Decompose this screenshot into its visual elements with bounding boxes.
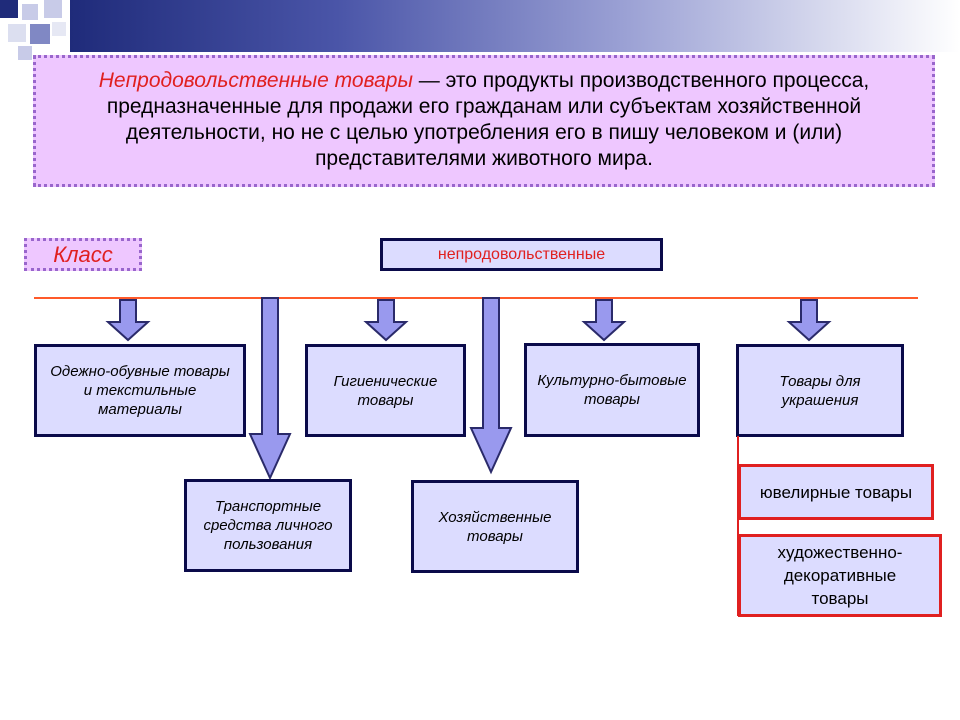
category-household: Хозяйственные товары bbox=[411, 480, 579, 573]
definition-box: Непродовольственные товары — это продукт… bbox=[33, 55, 935, 187]
category-transport: Транспортные средства личного пользовани… bbox=[184, 479, 352, 572]
arrow-down-icon bbox=[105, 299, 151, 342]
definition-text: — это продукты производственного процесс… bbox=[106, 69, 870, 170]
subcategory-connector bbox=[737, 436, 739, 616]
deco-square bbox=[8, 24, 26, 42]
arrow-down-icon bbox=[363, 299, 409, 342]
category-clothing: Одежно-обувные товары и текстильные мате… bbox=[34, 344, 246, 437]
category-decoration: Товары для украшения bbox=[736, 344, 904, 437]
class-rule-line bbox=[34, 297, 918, 299]
header-banner bbox=[70, 0, 960, 52]
long-arrow-down-icon bbox=[469, 297, 513, 475]
category-cultural: Культурно-бытовые товары bbox=[524, 343, 700, 437]
deco-square bbox=[22, 4, 38, 20]
class-label: Класс bbox=[24, 238, 142, 271]
deco-square bbox=[44, 0, 62, 18]
deco-square bbox=[30, 24, 50, 44]
deco-square bbox=[52, 22, 66, 36]
arrow-down-icon bbox=[786, 299, 832, 342]
deco-square bbox=[0, 0, 18, 18]
arrow-down-icon bbox=[581, 299, 627, 342]
definition-term: Непродовольственные товары bbox=[98, 69, 413, 92]
subcategory-art: художественно-декоративные товары bbox=[738, 534, 942, 617]
deco-square bbox=[18, 46, 32, 60]
subcategory-jewelry: ювелирные товары bbox=[738, 464, 934, 520]
root-node: непродовольственные bbox=[380, 238, 663, 271]
category-hygiene: Гигиенические товары bbox=[305, 344, 466, 437]
long-arrow-down-icon bbox=[248, 297, 292, 481]
